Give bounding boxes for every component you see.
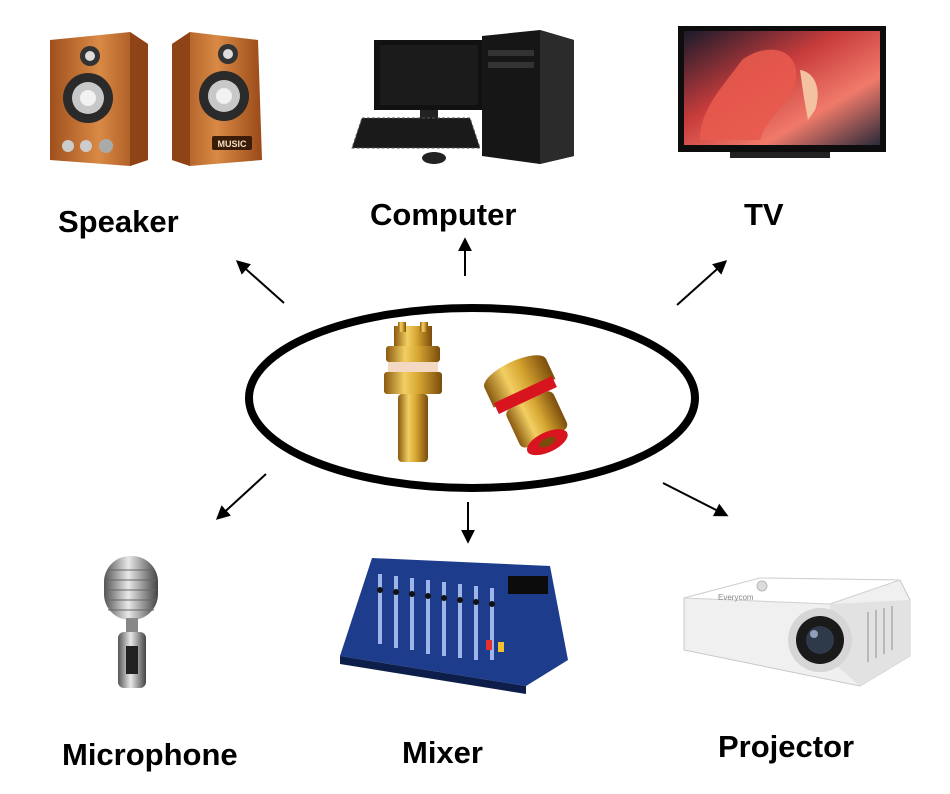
- label-mixer: Mixer: [402, 735, 483, 770]
- label-tv: TV: [744, 197, 784, 232]
- projector-brand: Everycom: [718, 593, 754, 602]
- label-projector: Projector: [718, 729, 855, 764]
- rca-connector-icon: [384, 322, 568, 462]
- arrow-icon: [662, 482, 729, 517]
- microphone-icon: [104, 556, 158, 688]
- arrows: [215, 237, 729, 544]
- label-microphone: Microphone: [62, 737, 238, 772]
- label-computer: Computer: [370, 197, 517, 232]
- label-speaker: Speaker: [58, 204, 179, 239]
- arrow-icon: [215, 473, 267, 520]
- speaker-badge: [212, 136, 252, 150]
- speaker-badge-text: MUSIC: [218, 139, 248, 149]
- mixer-icon: [340, 558, 568, 694]
- arrow-icon: [235, 260, 285, 304]
- center-ring: [245, 304, 699, 492]
- tv-icon: [678, 26, 886, 158]
- projector-icon: Everycom: [683, 577, 911, 687]
- speaker-icon: MUSIC: [50, 32, 262, 166]
- computer-icon: [351, 30, 574, 164]
- arrow-icon: [676, 260, 728, 306]
